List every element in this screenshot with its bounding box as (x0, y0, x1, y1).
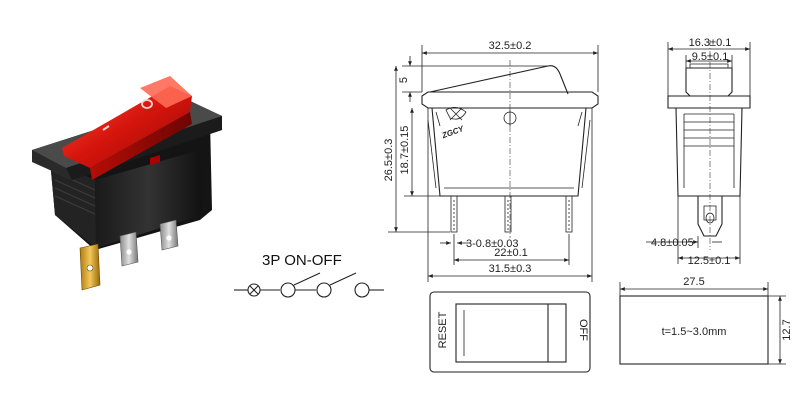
brand-text: ZGCY (440, 124, 466, 141)
panel-label-off: OFF (577, 319, 589, 341)
dim-top-cap: 5 (398, 77, 410, 83)
product-photo (32, 76, 222, 291)
circuit-symbol: 3P ON-OFF (234, 252, 384, 298)
dim-side-base-width: 12.5±0.1 (688, 255, 731, 267)
panel-view: RESET OFF (429, 291, 591, 373)
panel-label-reset: RESET (437, 311, 449, 348)
dim-body-height: 18.7±0.15 (399, 126, 411, 175)
dim-cutout-height: 12.7 (781, 319, 793, 340)
panel-thickness: t=1.5~3.0mm (662, 326, 727, 338)
cutout-view: 27.5 12.7 t=1.5~3.0mm (619, 276, 793, 365)
dim-terminal: 3-0.8±0.03 (466, 238, 519, 250)
dim-total-height: 26.5±0.3 (383, 139, 395, 182)
brand-logo-icon (445, 107, 467, 121)
dim-side-cap-width: 9.5±0.1 (692, 51, 729, 63)
dim-side-top-width: 16.3±0.1 (689, 37, 732, 49)
dim-cutout-width: 27.5 (683, 276, 704, 288)
circuit-title: 3P ON-OFF (262, 252, 342, 269)
dim-base-width: 31.5±0.3 (489, 263, 532, 275)
dim-side-tab: 4.8±0.05 (651, 237, 694, 249)
dim-terminal-span: 22±0.1 (494, 247, 528, 259)
side-view: 16.3±0.1 9.5±0.1 4.8±0.05 12.5±0.1 (646, 37, 751, 267)
dim-width-top: 32.5±0.2 (489, 40, 532, 52)
front-view: ZGCY 32.5±0.2 5 26.5±0.3 18.7±0.15 3-0.8 (383, 40, 599, 282)
